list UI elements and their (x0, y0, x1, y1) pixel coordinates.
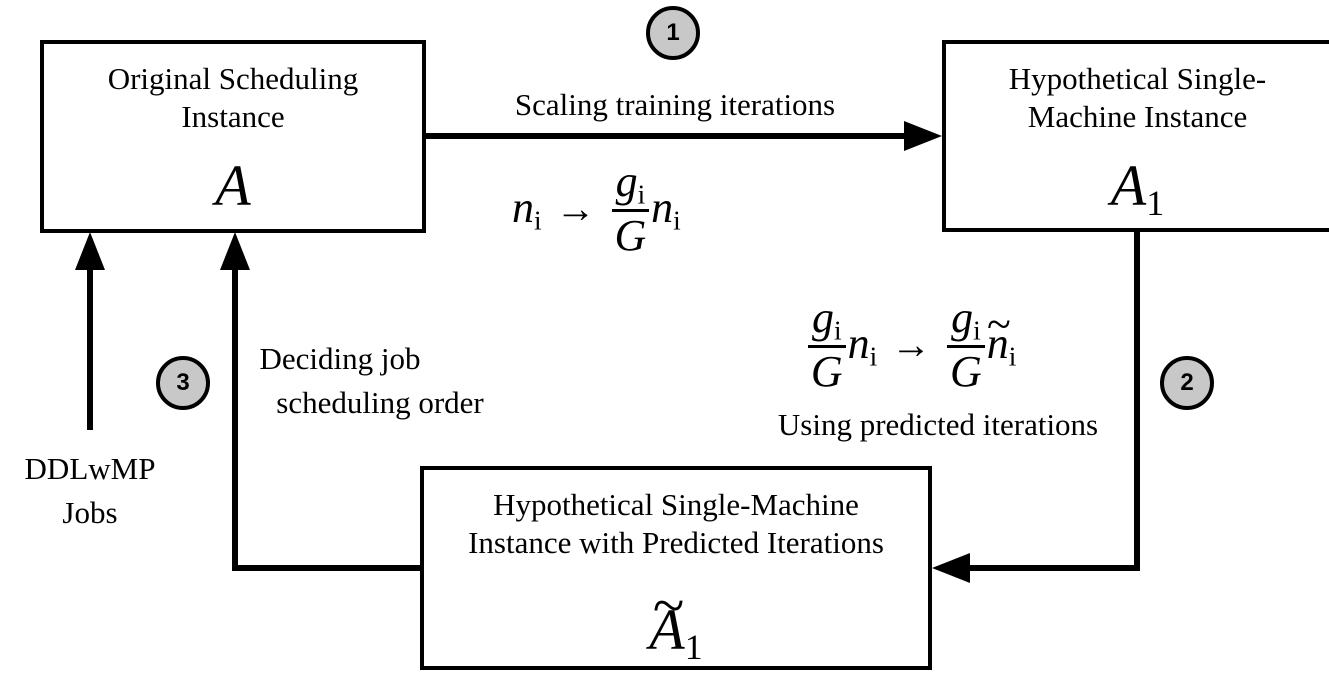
box-original-title-line1: Original Scheduling (107, 61, 359, 96)
arrow-deciding-head (220, 232, 250, 270)
input-jobs-label-line2: Jobs (62, 495, 118, 530)
arrow-scaling-head (904, 121, 942, 151)
box-original-title-line2: Instance (181, 99, 285, 134)
symbol-a-tilde-1: ~A1 (649, 572, 703, 668)
box-predicted-title-line2: Instance with Predicted Iterations (468, 525, 884, 560)
step-3-badge: 3 (156, 356, 210, 410)
step-2-label: Using predicted iterations (777, 407, 1099, 442)
step-3-label-line2: scheduling order (276, 385, 484, 420)
symbol-a: A (215, 153, 251, 218)
arrow-deciding (232, 262, 420, 571)
box-single-title-line1: Hypothetical Single- (1008, 61, 1267, 96)
step-1-label: Scaling training iterations (514, 87, 836, 122)
input-jobs-label-line1: DDLwMP (24, 451, 156, 486)
arrow-predicted-head (932, 553, 970, 583)
step-2-badge: 2 (1160, 356, 1214, 410)
box-predicted-instance: Hypothetical Single-Machine Instance wit… (420, 466, 932, 670)
box-predicted-title-line1: Hypothetical Single-Machine (493, 487, 859, 522)
step-3-label-line1: Deciding job (259, 341, 421, 376)
symbol-a1: A1 (1110, 153, 1165, 224)
formula-scaling: ni → gi G ni (512, 157, 681, 260)
box-original-instance: Original Scheduling Instance A (40, 40, 426, 233)
box-single-title-line2: Machine Instance (1027, 99, 1248, 134)
box-single-machine-instance: Hypothetical Single- Machine Instance A1 (942, 40, 1329, 232)
step-1-badge: 1 (646, 6, 700, 60)
arrow-predicted (962, 232, 1140, 571)
formula-predicted: gi G ni → gi G ~ni (806, 296, 1016, 394)
arrow-input-head (75, 232, 105, 270)
